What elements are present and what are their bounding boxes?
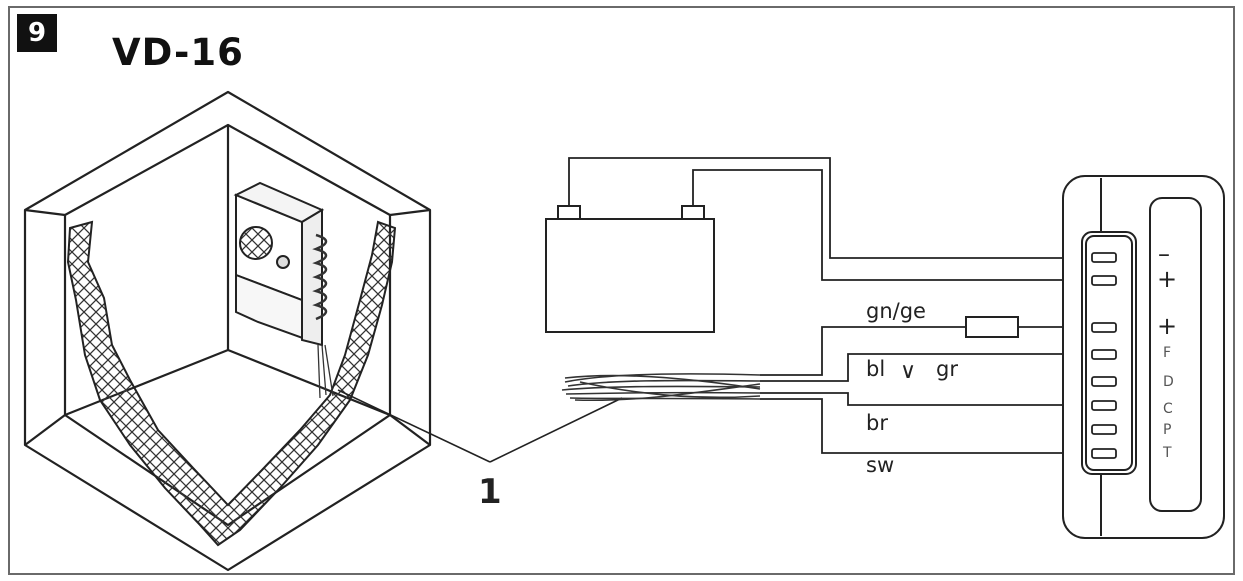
wire-label-gr: gr [936, 357, 958, 381]
terminal-slot-plus2 [1091, 322, 1117, 333]
terminal-label-plus2: + [1157, 312, 1177, 340]
wire-battery-minus [568, 157, 1092, 259]
terminal-label-T: T [1162, 445, 1172, 461]
wires [568, 157, 1092, 454]
terminal-label-minus: – [1158, 240, 1170, 268]
callout-lines [337, 389, 623, 463]
wire-battery-plus [692, 169, 1092, 281]
control-unit-label-panel [1149, 197, 1202, 512]
wire-bl-gr [760, 353, 1092, 382]
fuse-icon [965, 316, 1019, 338]
fan-grille-icon [239, 226, 273, 260]
battery-terminal-left [557, 205, 581, 220]
terminal-slots [1091, 252, 1117, 459]
wire-label-br: br [866, 411, 888, 435]
cabinet-floor-left [64, 348, 229, 417]
insulation-left [66, 220, 397, 547]
page-title: VD-16 [112, 31, 244, 74]
battery-body [545, 218, 715, 333]
terminal-slot-T [1091, 448, 1117, 459]
battery [545, 205, 715, 333]
terminal-label-plus1: + [1157, 265, 1177, 293]
cabinet-floor-right [227, 348, 391, 417]
heater-unit [233, 181, 334, 399]
wire-label-bl: bl [866, 357, 885, 381]
terminal-slot-C [1091, 400, 1117, 411]
terminal-slot-D [1091, 376, 1117, 387]
wire-gn-ge [760, 326, 966, 376]
heating-coil [312, 233, 328, 321]
wire-label-gn-ge: gn/ge [866, 299, 926, 323]
terminal-label-F: F [1163, 345, 1171, 361]
terminal-slot-minus [1091, 252, 1117, 263]
figure-number-badge: 9 [17, 14, 57, 52]
wire-sw [760, 398, 1092, 454]
wire-label-sw: sw [866, 453, 894, 477]
terminal-label-P: P [1163, 422, 1171, 438]
terminal-label-D: D [1163, 374, 1174, 390]
terminal-slot-F [1091, 349, 1117, 360]
heater-cable [317, 344, 334, 399]
wire-label-or: ∨ [900, 359, 916, 384]
figure-frame [8, 6, 1235, 575]
terminal-label-C: C [1163, 401, 1173, 417]
callout-label: 1 [478, 472, 502, 512]
insulation-strips [66, 220, 397, 547]
battery-terminal-right [681, 205, 705, 220]
terminal-slot-plus1 [1091, 275, 1117, 286]
cable-bundle [561, 373, 761, 402]
terminal-slot-P [1091, 424, 1117, 435]
knob-icon [276, 255, 290, 269]
wire-br [760, 392, 1092, 406]
control-unit [1062, 175, 1225, 539]
cabinet-illustration [23, 90, 432, 572]
